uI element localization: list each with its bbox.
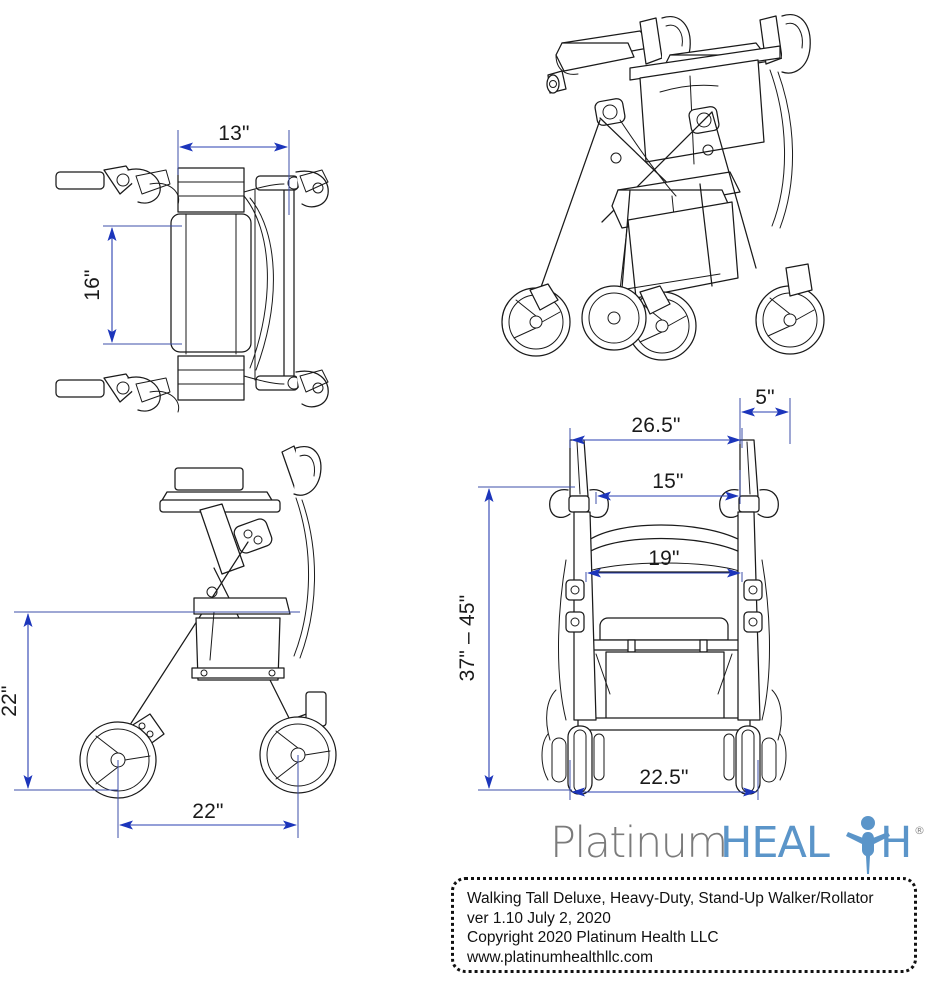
logo-platinum-text: Platinum (550, 818, 728, 868)
side-view-geometry (79, 445, 337, 799)
dim-label-wheelbase-22in: 22" (192, 800, 223, 823)
dim-label-height-range: 37" – 45" (456, 595, 479, 682)
iso-wheel-rear-left (581, 285, 647, 351)
dim-label-22p5in: 22.5" (639, 766, 688, 789)
dim-label-15in: 15" (652, 470, 683, 493)
front-view-dimension-22p5in: 22.5" (569, 760, 759, 800)
title-block-product-name: Walking Tall Deluxe, Heavy-Duty, Stand-U… (467, 890, 874, 907)
front-view-dimension-26p5in: 26.5" (569, 414, 743, 448)
side-view-dimension-22in-wheelbase: 22" (117, 755, 299, 838)
registered-trademark-mark: ® (914, 824, 925, 837)
title-block-website: www.platinumhealthllc.com (467, 948, 654, 966)
front-view-dimension-height-range: 37" – 45" (456, 486, 575, 791)
side-view-dimension-22in-height: 22" (0, 611, 300, 791)
dim-label-16in: 16" (81, 269, 104, 300)
person-figure-icon (846, 816, 890, 874)
title-block-copyright: Copyright 2020 Platinum Health LLC (467, 929, 719, 946)
iso-wheel-front-left (501, 283, 571, 357)
top-view-dimension-13in: 13" (177, 122, 290, 215)
dim-label-13in: 13" (218, 122, 249, 145)
front-view-dimension-5in: 5" (739, 386, 791, 444)
front-view-dimension-15in: 15" (595, 470, 741, 504)
front-view-geometry (541, 439, 787, 795)
top-view-dimension-16in: 16" (81, 225, 182, 345)
title-block-version: ver 1.10 July 2, 2020 (467, 909, 611, 927)
dim-label-19in: 19" (648, 547, 679, 570)
front-wheel-right (723, 689, 787, 795)
platinum-health-logo: Platinum HEAL H ® (540, 816, 930, 876)
title-block: Walking Tall Deluxe, Heavy-Duty, Stand-U… (451, 877, 917, 973)
front-view-dimension-19in: 19" (585, 547, 743, 582)
front-wheel-left (541, 689, 605, 795)
dim-label-side-height-22in: 22" (0, 685, 21, 716)
dim-label-26p5in: 26.5" (631, 414, 680, 437)
iso-wheel-rear-right (755, 263, 825, 355)
logo-h-text: H (880, 818, 912, 868)
logo-heal-text: HEAL (720, 818, 830, 868)
top-view-geometry (55, 165, 329, 413)
isometric-view-geometry (501, 14, 825, 361)
dim-label-5in: 5" (755, 386, 775, 409)
